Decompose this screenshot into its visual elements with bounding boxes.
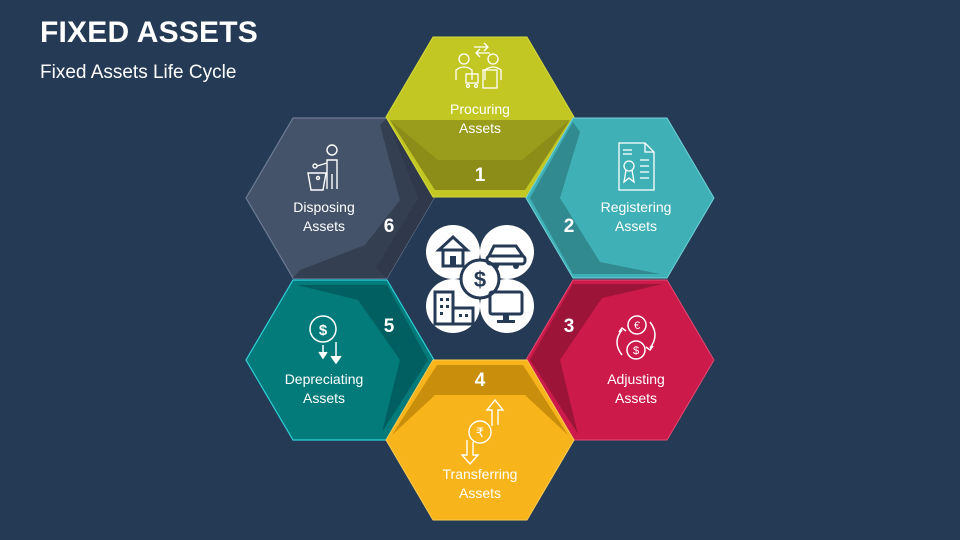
hex-step-6 (245, 117, 435, 279)
hex-step-3 (525, 279, 715, 441)
step-6-label: Disposing Assets (254, 198, 394, 236)
svg-text:$: $ (319, 322, 328, 339)
step-3-label: Adjusting Assets (566, 370, 706, 408)
step-4-label-line1: Transferring (442, 466, 518, 482)
step-5-label: Depreciating Assets (254, 370, 394, 408)
svg-text:$: $ (633, 345, 639, 357)
person-trash-bin-icon (307, 144, 338, 191)
step-5-label-line2: Assets (302, 390, 345, 406)
step-3-number: 3 (563, 316, 575, 337)
hex-step-5 (245, 279, 435, 441)
step-2-label: Registering Assets (566, 198, 706, 236)
rupee-transfer-icon: ₹ (460, 398, 505, 466)
step-5-label-line1: Depreciating (284, 371, 364, 387)
step-1-label: Procuring Assets (410, 100, 550, 138)
hex-step-4 (385, 359, 575, 521)
step-2-number: 2 (563, 216, 575, 237)
step-4-number: 4 (474, 370, 486, 391)
assets-cluster-icon: $ (426, 225, 534, 333)
step-1-label-line2: Assets (458, 120, 501, 136)
step-3-label-line2: Assets (614, 390, 657, 406)
step-3-label-line1: Adjusting (607, 371, 665, 387)
step-6-number: 6 (383, 216, 395, 237)
hex-step-1 (385, 36, 575, 198)
dollar-down-arrows-icon: $ (309, 315, 342, 365)
certificate-document-icon (618, 142, 655, 191)
step-6-label-line2: Assets (302, 218, 345, 234)
currency-exchange-icon: € $ (616, 315, 656, 360)
svg-text:€: € (634, 320, 640, 332)
svg-text:$: $ (474, 267, 486, 292)
step-6-label-line1: Disposing (293, 199, 355, 215)
step-1-number: 1 (474, 165, 486, 186)
step-5-number: 5 (383, 316, 395, 337)
step-2-label-line1: Registering (600, 199, 672, 215)
page-title: FIXED ASSETS (40, 16, 258, 49)
svg-text:₹: ₹ (476, 426, 484, 441)
step-1-label-line1: Procuring (450, 101, 510, 117)
step-2-label-line2: Assets (614, 218, 657, 234)
page-subtitle: Fixed Assets Life Cycle (40, 62, 237, 83)
step-4-label-line2: Assets (458, 485, 501, 501)
hex-step-2 (525, 117, 715, 279)
procurement-people-icon (455, 42, 502, 89)
step-4-label: Transferring Assets (410, 465, 550, 503)
